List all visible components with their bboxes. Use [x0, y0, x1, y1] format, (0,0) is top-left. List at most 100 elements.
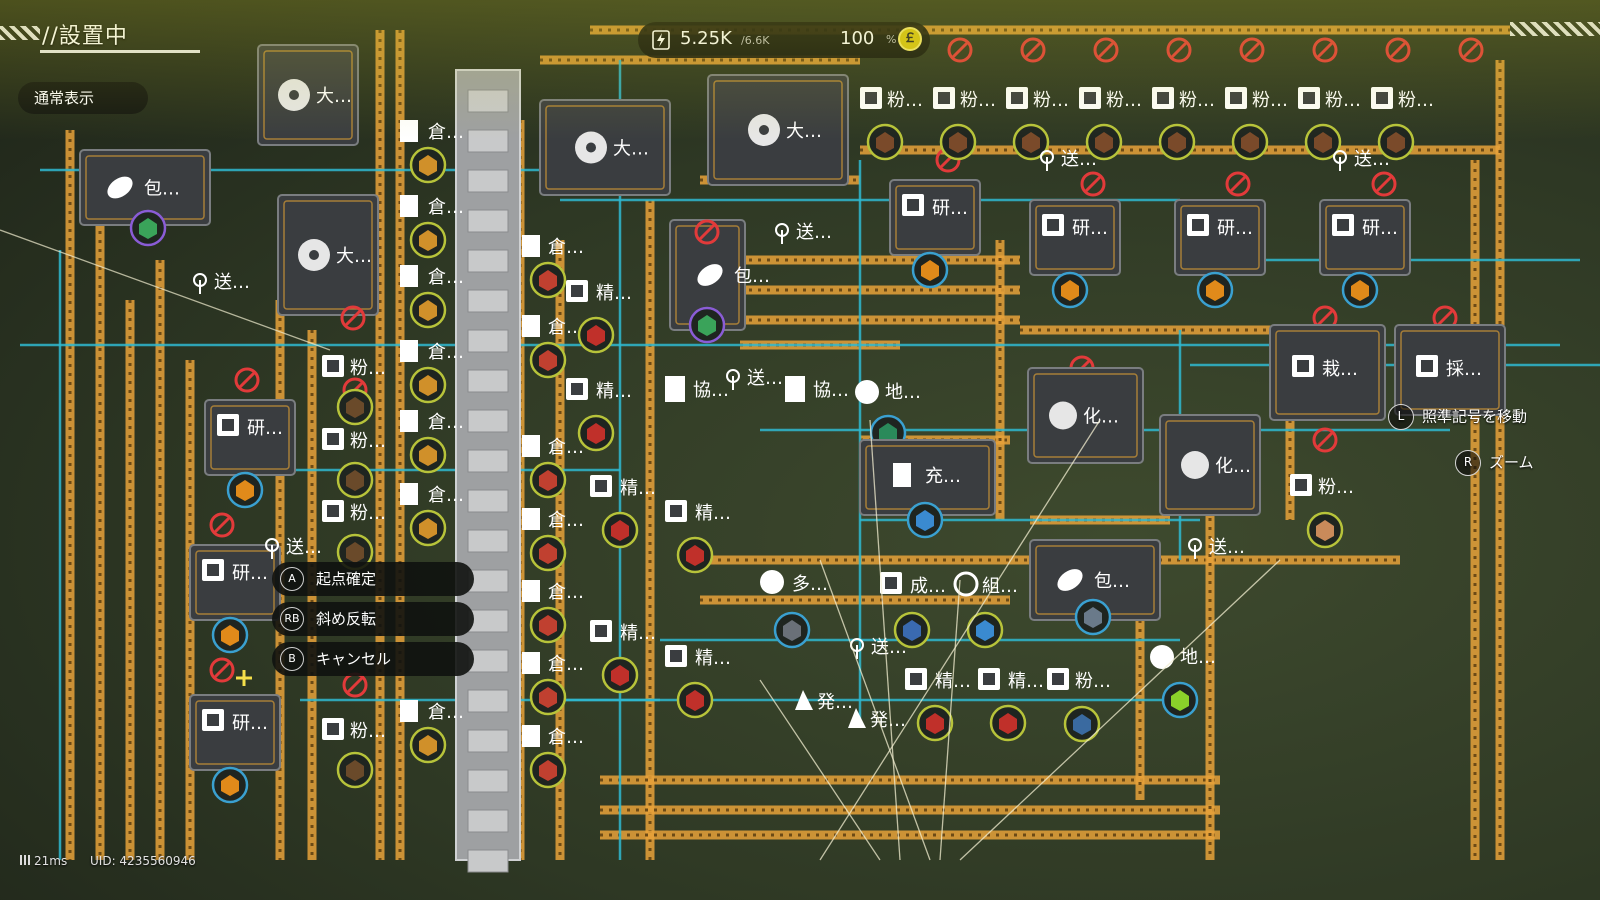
leaf-icon-inner	[1421, 360, 1433, 372]
store-machine-label: 倉…	[428, 122, 464, 143]
powder-icon-inner	[327, 433, 339, 445]
refine-icon-inner	[595, 480, 607, 492]
item-icon	[539, 270, 557, 291]
item-icon	[419, 300, 437, 321]
no-power-warning-icon	[1371, 171, 1397, 197]
powder-icon-inner	[938, 92, 950, 104]
large-machine-label: 大…	[336, 246, 372, 267]
no-power-warning-icon	[947, 37, 973, 63]
item-icon	[1061, 280, 1079, 301]
powder-icon-inner	[1303, 92, 1315, 104]
confirm-start-button[interactable]: A 起点確定	[272, 562, 474, 596]
flip-diagonal-button[interactable]: RB 斜め反転	[272, 602, 474, 636]
cancel-button[interactable]: B キャンセル	[272, 642, 474, 676]
hazard-stripes-left	[0, 26, 40, 40]
earth-icon	[1150, 645, 1174, 669]
item-icon	[1084, 607, 1102, 628]
no-power-warning-slash	[344, 309, 362, 327]
generator-machine-label: 発…	[870, 710, 906, 731]
cube-icon-inner	[1337, 219, 1349, 231]
power-status-panel: 5.25K /6.6K 100 % ￡	[638, 22, 930, 58]
item-icon	[419, 735, 437, 756]
research-machine-trim	[1035, 205, 1115, 270]
fan-icon-hub	[289, 90, 299, 100]
research-machine-label: 研…	[247, 418, 283, 439]
item-icon	[916, 510, 934, 531]
item-icon	[611, 520, 629, 541]
no-power-warning-slash	[1170, 41, 1188, 59]
button-l-icon: L	[1388, 404, 1414, 430]
mold-icon-inner	[885, 577, 897, 589]
powder-icon-inner	[1157, 92, 1169, 104]
no-power-warning-slash	[213, 516, 231, 534]
item-icon	[698, 315, 716, 336]
placement-guide-line	[819, 419, 1101, 861]
chem-machine-label: 化…	[1215, 456, 1251, 477]
refine-machine-label: 精…	[1008, 671, 1044, 692]
store-icon	[522, 235, 540, 257]
no-power-warning-slash	[213, 661, 231, 679]
research-machine-trim	[210, 405, 290, 470]
store-machine-label: 倉…	[428, 342, 464, 363]
refine-icon-inner	[670, 650, 682, 662]
no-power-warning-slash	[1436, 309, 1454, 327]
powder-icon-inner	[1230, 92, 1242, 104]
powder-icon-inner	[1052, 673, 1064, 685]
item-icon	[1171, 690, 1189, 711]
store-icon	[522, 725, 540, 747]
power-percent-unit: %	[886, 33, 897, 46]
no-power-warning-slash	[1229, 175, 1247, 193]
powder-icon-inner	[1376, 92, 1388, 104]
no-power-warning-icon	[340, 305, 366, 331]
item-icon	[1206, 280, 1224, 301]
store-icon	[400, 195, 418, 217]
large-machine-trim	[263, 50, 353, 140]
store-machine-label: 倉…	[548, 654, 584, 675]
refine-icon-inner	[983, 673, 995, 685]
refine-machine-label: 精…	[695, 648, 731, 669]
storage-bus-segment	[467, 809, 509, 833]
fan-icon-hub	[309, 250, 319, 260]
coop-machine-label: 協…	[693, 380, 729, 401]
item-icon	[539, 543, 557, 564]
pack-machine-label: 包…	[144, 179, 180, 200]
no-power-warning-icon	[1080, 171, 1106, 197]
item-icon	[539, 350, 557, 371]
refine-icon-inner	[670, 505, 682, 517]
send-machine-label: 送…	[1209, 537, 1245, 558]
item-icon	[419, 518, 437, 539]
view-mode-toggle[interactable]: 通常表示	[18, 82, 148, 114]
cancel-label: キャンセル	[316, 650, 392, 668]
powder-machine-label: 粉…	[1033, 90, 1069, 111]
item-icon	[1387, 132, 1405, 153]
store-machine-label: 倉…	[428, 702, 464, 723]
capsule-icon	[107, 176, 133, 199]
research-machine-label: 研…	[232, 713, 268, 734]
item-icon	[221, 775, 239, 796]
powder-machine-label: 粉…	[350, 721, 386, 742]
no-power-warning-slash	[1316, 431, 1334, 449]
store-machine-label: 倉…	[548, 237, 584, 258]
power-capacity: /6.6K	[741, 34, 770, 47]
item-icon	[876, 132, 894, 153]
no-power-warning-icon	[694, 219, 720, 245]
store-machine-label: 倉…	[548, 727, 584, 748]
storage-bus-segment	[467, 569, 509, 593]
research-machine-label: 研…	[232, 563, 268, 584]
earth-machine-label: 地…	[1180, 647, 1216, 668]
item-icon	[346, 760, 364, 781]
coop-icon	[785, 376, 805, 402]
hazard-stripes-right	[1510, 22, 1600, 36]
powder-machine-label: 粉…	[960, 90, 996, 111]
assemble-machine-label: 組…	[982, 576, 1018, 597]
store-machine-label: 倉…	[548, 510, 584, 531]
research-machine-label: 研…	[1072, 218, 1108, 239]
capsule-icon	[1057, 569, 1083, 591]
item-icon	[1168, 132, 1186, 153]
store-icon	[400, 265, 418, 287]
button-b-icon: B	[280, 647, 304, 671]
